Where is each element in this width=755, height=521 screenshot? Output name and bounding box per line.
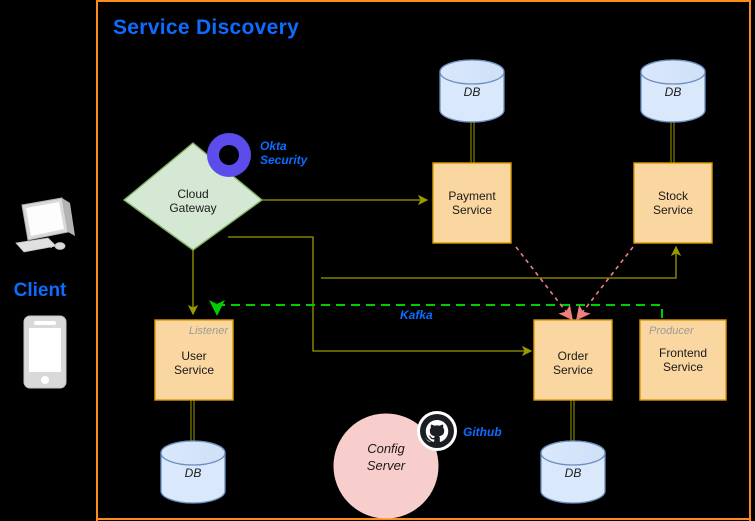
node-order-db[interactable]	[540, 440, 606, 504]
diagram-frame	[96, 0, 751, 521]
node-frontend-service[interactable]	[639, 319, 727, 401]
node-payment-db[interactable]	[439, 59, 505, 123]
node-config-server[interactable]	[333, 413, 439, 519]
edge-order-to-db	[570, 400, 575, 443]
edge-gateway-to-order	[228, 236, 533, 357]
kafka-edge-label: Kafka	[400, 308, 433, 322]
node-cloud-gateway[interactable]	[122, 142, 264, 251]
node-order-service[interactable]	[533, 319, 613, 401]
okta-badge-label: Okta Security	[260, 139, 308, 167]
node-user-db[interactable]	[160, 440, 226, 504]
frontend-service-tag: Producer	[649, 325, 694, 337]
github-badge-label: Github	[463, 425, 502, 439]
edge-kafka-bus	[209, 300, 663, 318]
okta-ring-icon	[207, 133, 251, 177]
node-stock-service[interactable]	[633, 162, 713, 244]
desktop-computer-icon	[15, 197, 75, 253]
github-octocat-icon	[417, 411, 457, 451]
mobile-phone-icon	[23, 315, 67, 389]
edge-stock-to-order-event	[576, 246, 634, 321]
node-payment-service[interactable]	[432, 162, 512, 244]
node-user-service[interactable]	[154, 319, 234, 401]
edge-stock-to-db	[670, 121, 675, 163]
edge-payment-to-order-event	[515, 246, 573, 321]
client-label: Client	[13, 280, 67, 301]
edge-gateway-to-stock	[321, 245, 682, 279]
edge-user-to-db	[190, 400, 195, 443]
user-service-tag: Listener	[188, 325, 228, 337]
node-stock-db[interactable]	[640, 59, 706, 123]
page-title: Service Discovery	[113, 16, 300, 39]
config-server-label: Config Server	[366, 441, 406, 473]
edge-payment-to-db	[470, 121, 475, 163]
